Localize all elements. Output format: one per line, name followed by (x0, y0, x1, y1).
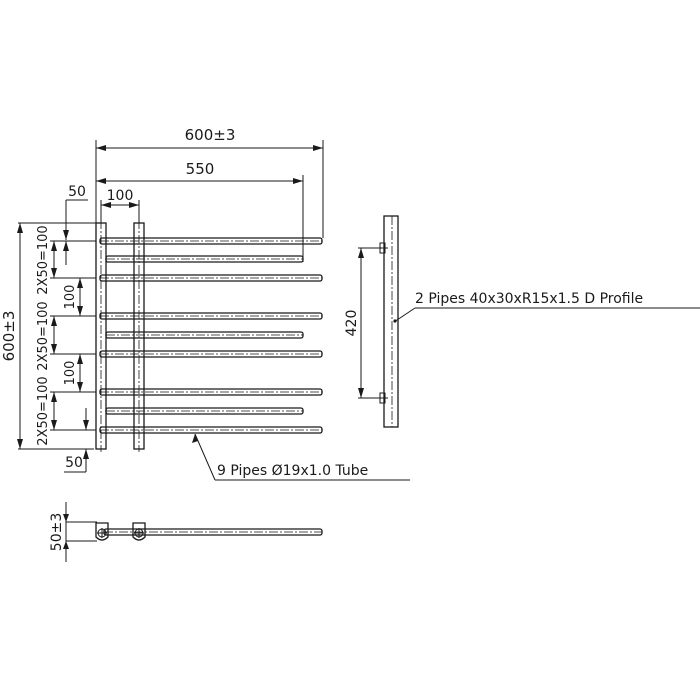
vertical-bars (95, 205, 145, 452)
side-view: 420 2 Pipes 40x30xR15x1.5 D Profile (344, 215, 700, 428)
bar-spacing-label: 100 (107, 188, 134, 204)
top-view: 50±3 (49, 502, 323, 562)
profile-callout-label: 2 Pipes 40x30xR15x1.5 D Profile (415, 291, 643, 307)
horizontal-pipes (99, 237, 323, 434)
overall-height-label: 600±3 (0, 311, 18, 362)
dimension-bar-spacing: 100 (100, 188, 140, 223)
dimension-bottom-offset: 50 (64, 408, 89, 473)
group-spacing-label-5: 2X50=100 (36, 376, 51, 445)
pipe-length-label: 550 (186, 160, 215, 178)
dimension-overall-height: 600±3 (0, 223, 94, 450)
dimension-overall-width: 600±3 (95, 126, 324, 238)
pipe-callout: 9 Pipes Ø19x1.0 Tube (192, 433, 410, 481)
group-spacing-label-2: 100 (63, 285, 78, 310)
top-offset-label: 50 (68, 184, 86, 200)
dimension-pipe-length: 550 (96, 160, 304, 262)
pipe-callout-label: 9 Pipes Ø19x1.0 Tube (217, 463, 368, 479)
group-spacing-label-3: 2X50=100 (36, 301, 51, 370)
mount-spacing-label: 420 (344, 310, 360, 337)
depth-label: 50±3 (49, 513, 65, 551)
group-spacing-label-4: 100 (63, 361, 78, 386)
dimension-top-offset: 50 (18, 184, 96, 265)
bottom-offset-label: 50 (65, 455, 83, 471)
overall-width-label: 600±3 (185, 126, 236, 144)
dimension-group-spacing: 2X50=100 100 2X50=100 100 2X50=100 (36, 225, 96, 446)
group-spacing-label-1: 2X50=100 (36, 225, 51, 294)
front-view: 600±3 550 100 50 600±3 (0, 126, 410, 481)
